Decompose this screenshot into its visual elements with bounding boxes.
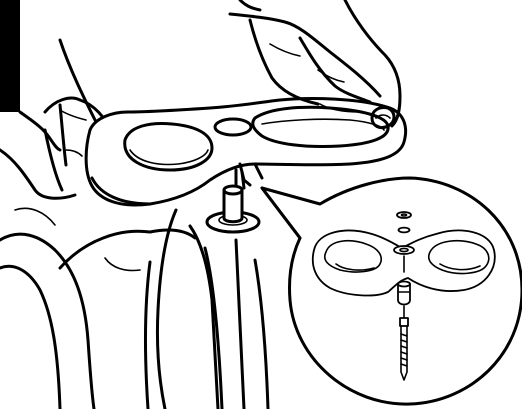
detail-callout bbox=[262, 178, 522, 404]
seat-frame bbox=[0, 208, 268, 409]
edge-tab bbox=[0, 0, 20, 112]
post-and-washer bbox=[207, 170, 259, 232]
